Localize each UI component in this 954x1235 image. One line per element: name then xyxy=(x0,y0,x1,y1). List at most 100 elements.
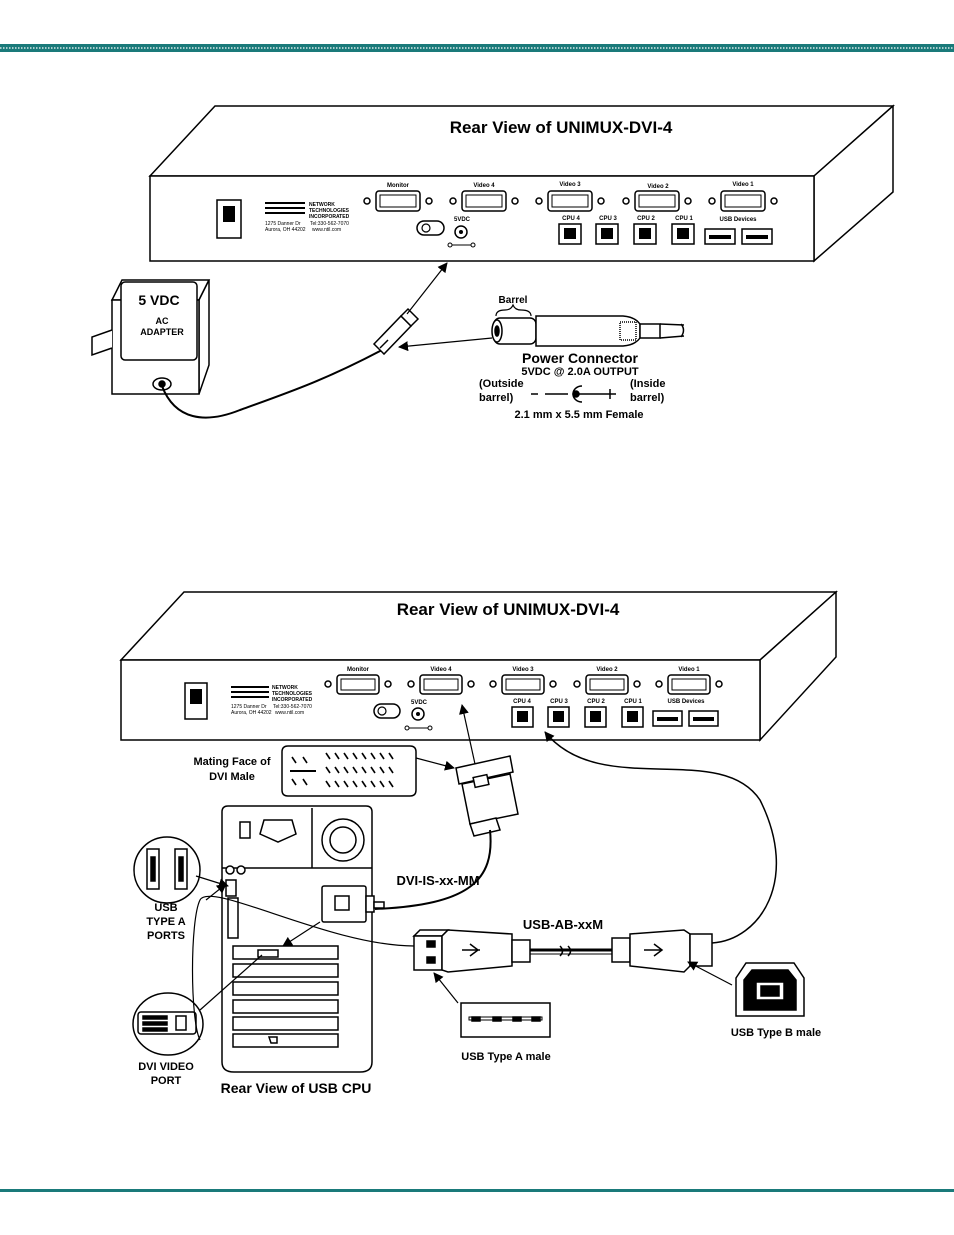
contact2-line-1: Tel:330-562-7070 xyxy=(273,704,312,710)
logo-line-2: TECHNOLOGIES xyxy=(309,208,350,214)
connector-title: Power Connector xyxy=(522,350,638,366)
logo2-line-2: TECHNOLOGIES xyxy=(272,691,313,697)
port2-label-video-4: Video 4 xyxy=(430,667,452,673)
power-jack: 5VDC xyxy=(416,217,476,248)
arrow-usb-b-male xyxy=(687,961,733,986)
contact-line-1: Tel:330-562-7070 xyxy=(310,221,349,227)
kvm-unit-top xyxy=(148,104,895,263)
barrel-label: Barrel xyxy=(499,295,528,306)
address2-line-1: 1275 Danner Dr xyxy=(231,704,267,710)
outside-label-1: (Outside xyxy=(479,378,524,390)
contact2-line-2: www.ntil.com xyxy=(275,710,304,716)
diagram-usb-cpu: Rear View of UNIMUX-DVI-4 NETWORK TECHNO… xyxy=(119,590,838,1096)
usb-ports-label-1: USB xyxy=(154,902,177,914)
port2-label-cpu-2: CPU 2 xyxy=(587,699,605,705)
dvi-port-video-4-2: Video 4 xyxy=(407,667,475,695)
address-line-2: Aurora, OH 44202 xyxy=(265,227,306,233)
arrow-mating-face xyxy=(415,757,455,771)
address2-line-2: Aurora, OH 44202 xyxy=(231,710,272,716)
usb-a-plug xyxy=(412,929,531,973)
footer-rule xyxy=(0,1189,954,1192)
nti-logo: NETWORK TECHNOLOGIES INCORPORATED 1275 D… xyxy=(265,202,350,233)
usb-type-b-label: USB Type B male xyxy=(731,1027,821,1039)
usb-ports-label-2: TYPE A xyxy=(146,916,185,928)
mating-face-label-1: Mating Face of xyxy=(193,756,270,768)
port2-label-cpu-4: CPU 4 xyxy=(513,699,531,705)
ac-adapter xyxy=(91,279,211,395)
usb-b-port-cpu-4: CPU 4 xyxy=(558,216,582,245)
usb-a-ports-devices-2: USB Devices xyxy=(652,699,719,727)
port-label-video-3: Video 3 xyxy=(559,182,581,188)
power-jack-label-2: 5VDC xyxy=(411,700,428,706)
dvi-cable-label: DVI-IS-xx-MM xyxy=(396,873,479,888)
port-label-cpu-1: CPU 1 xyxy=(675,216,693,222)
usb-type-a-face xyxy=(460,1002,551,1038)
port2-label-monitor: Monitor xyxy=(347,667,370,673)
usb-a-cable-to-cpu xyxy=(191,895,415,1041)
address-line-1: 1275 Danner Dr xyxy=(265,221,301,227)
port2-label-video-2: Video 2 xyxy=(596,667,618,673)
arrow-usb-a-male xyxy=(433,972,459,1004)
port2-label-cpu-3: CPU 3 xyxy=(550,699,568,705)
dvi-port-video-1: Video 1 xyxy=(708,182,778,212)
logo-line-1: NETWORK xyxy=(309,202,335,208)
arrow-usb-a-to-cpu xyxy=(205,883,227,901)
dvi-cable xyxy=(374,829,492,910)
usb-cable-label: USB-AB-xxM xyxy=(523,917,603,932)
dvi-port-monitor-2: Monitor xyxy=(324,667,392,695)
usb-ports-label-3: PORTS xyxy=(147,930,185,942)
logo2-line-3: INCORPORATED xyxy=(272,697,313,703)
diagram1-title: Rear View of UNIMUX-DVI-4 xyxy=(450,118,673,137)
usb-b-port-cpu-3: CPU 3 xyxy=(595,216,619,245)
power-connector-plug xyxy=(491,315,685,347)
dvi-male-connector-cpu xyxy=(321,885,385,923)
inside-label-1: (Inside xyxy=(630,378,665,390)
logo-line-3: INCORPORATED xyxy=(309,214,350,220)
dvi-male-mating-face xyxy=(281,745,417,797)
dvi-male-connector-top xyxy=(455,755,519,837)
dvi-port-video-3-2: Video 3 xyxy=(489,667,557,695)
logo2-line-1: NETWORK xyxy=(272,685,298,691)
power-jack-label: 5VDC xyxy=(454,217,471,223)
usb-b-port-cpu-1: CPU 1 xyxy=(671,216,695,245)
outside-label-2: barrel) xyxy=(479,392,514,404)
dvi-video-port-detail xyxy=(132,992,204,1056)
usb-b-plug xyxy=(611,929,713,973)
port-label-cpu-2: CPU 2 xyxy=(637,216,655,222)
dvi-port-label-1: DVI VIDEO xyxy=(138,1061,194,1073)
arrow-dvi-to-video4 xyxy=(459,704,476,765)
port2-label-cpu-1: CPU 1 xyxy=(624,699,642,705)
barrel-bracket xyxy=(495,303,532,317)
dvi-port-video-2-2: Video 2 xyxy=(573,667,641,695)
cpu-title: Rear View of USB CPU xyxy=(221,1080,372,1096)
power-jack-2: 5VDC xyxy=(373,700,433,731)
nti-logo-2: NETWORK TECHNOLOGIES INCORPORATED 1275 D… xyxy=(231,685,313,716)
arrow-connector-to-plug xyxy=(398,337,493,352)
usb-type-a-label: USB Type A male xyxy=(461,1051,550,1063)
usb-b-port-cpu-2: CPU 2 xyxy=(633,216,657,245)
port2-label-video-3: Video 3 xyxy=(512,667,534,673)
power-switch xyxy=(216,199,242,239)
adapter-cable xyxy=(161,349,383,419)
inside-label-2: barrel) xyxy=(630,392,665,404)
polarity-symbol xyxy=(531,385,616,403)
connector-size: 2.1 mm x 5.5 mm Female xyxy=(514,409,643,421)
adapter-voltage: 5 VDC xyxy=(138,292,179,308)
diagram-power: Rear View of UNIMUX-DVI-4 NETWORK TECHNO… xyxy=(91,104,895,421)
contact-line-2: www.ntil.com xyxy=(312,227,341,233)
port-label-video-4: Video 4 xyxy=(473,183,495,189)
dvi-port-label-2: PORT xyxy=(151,1075,182,1087)
usb-type-a-ports-detail xyxy=(133,836,201,904)
usb-b-port-cpu-1-2: CPU 1 xyxy=(621,699,644,728)
arrow-plug-to-jack xyxy=(406,262,448,315)
adapter-line-1: AC xyxy=(156,316,169,326)
adapter-line-2: ADAPTER xyxy=(140,327,184,337)
dvi-port-video-1-2: Video 1 xyxy=(655,667,723,695)
connector-output: 5VDC @ 2.0A OUTPUT xyxy=(521,366,639,378)
dvi-port-video-4: Video 4 xyxy=(449,183,519,212)
dvi-port-video-3: Video 3 xyxy=(535,182,605,212)
port-label-video-2: Video 2 xyxy=(647,184,669,190)
usb-ab-cable xyxy=(530,945,612,957)
port-label-cpu-3: CPU 3 xyxy=(599,216,617,222)
